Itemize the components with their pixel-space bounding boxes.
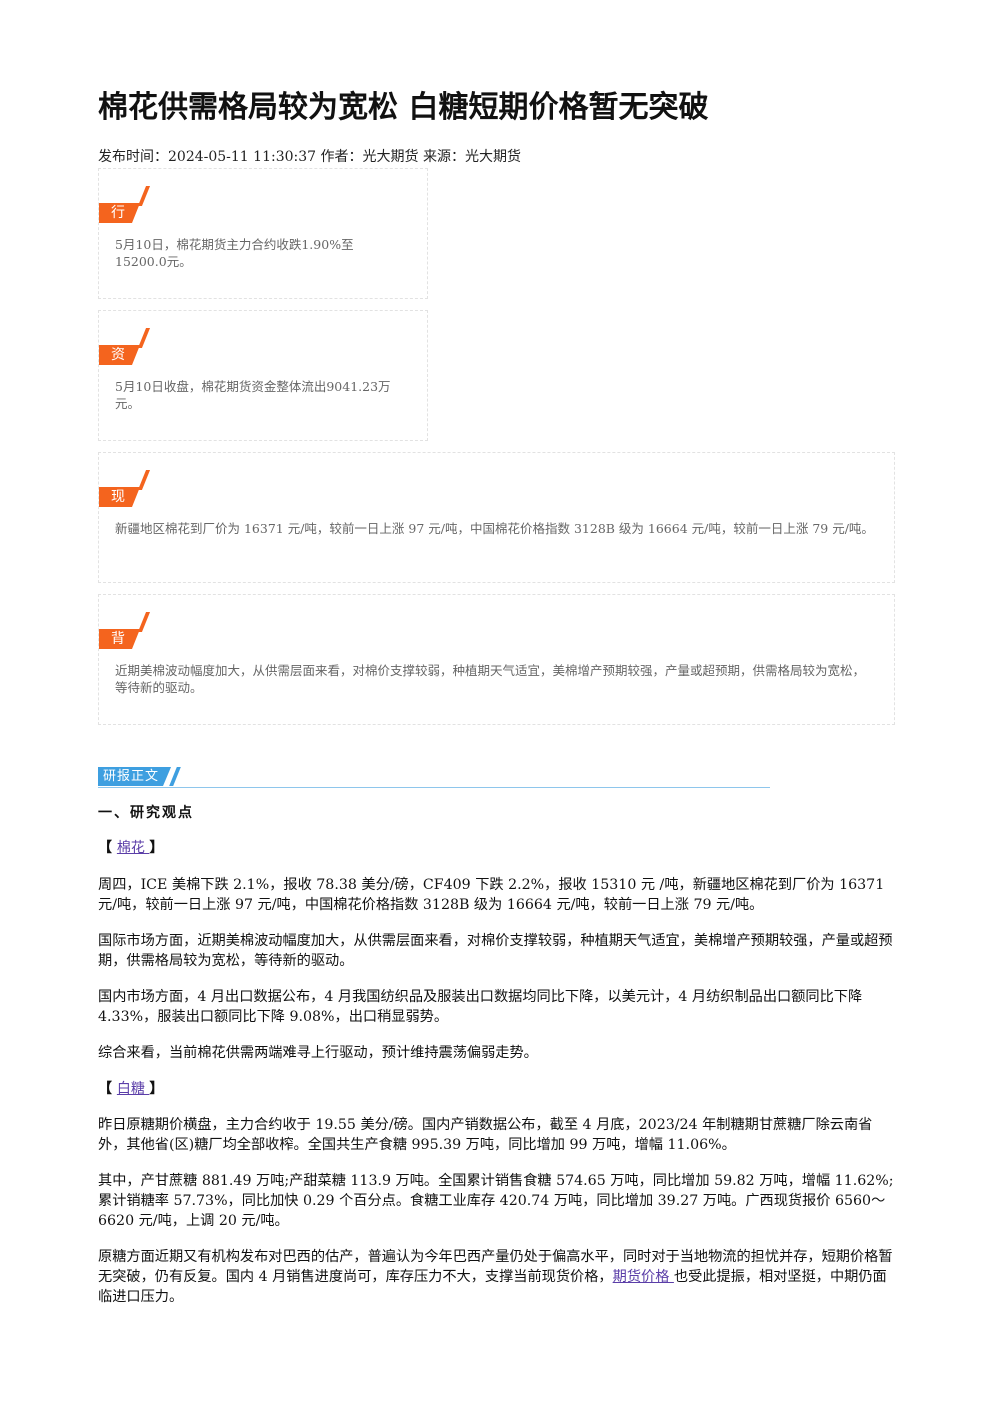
sugar-paragraph-3: 原糖方面近期又有机构发布对巴西的估产，普遍认为今年巴西产量仍处于偏高水平，同时对… [98,1247,898,1307]
background-text: 近期美棉波动幅度加大，从供需层面来看，对棉价支撑较弱，种植期天气适宜，美棉增产预… [115,663,866,695]
sugar-paragraph-1: 昨日原糖期价横盘，主力合约收于 19.55 美分/磅。国内产销数据公布，截至 4… [98,1117,873,1153]
fund-flow-tag-label: 资金流向 [99,345,140,365]
bracket-close: 】 [149,1081,164,1097]
futures-price-link[interactable]: 期货价格 [612,1269,674,1285]
sugar-paragraph-2: 其中，产甘蔗糖 881.49 万吨;产甜菜糖 113.9 万吨。全国累计销售食糖… [98,1173,894,1229]
page-title: 棉花供需格局较为宽松 白糖短期价格暂无突破 [98,90,709,125]
fund-flow-box: 资金流向 5月10日收盘，棉花期货资金整体流出9041.23万元。 [98,310,428,441]
tag-stripe [137,470,151,490]
market-review-tag-label: 行情复盘 [99,203,140,223]
spot-market-text: 新疆地区棉花到厂价为 16371 元/吨，较前一日上涨 97 元/吨，中国棉花价… [115,521,874,536]
background-tag-label: 背景分析 [99,629,140,649]
report-header: 研报正文 [98,767,770,788]
market-review-text: 5月10日，棉花期货主力合约收跌1.90%至15200.0元。 [115,237,354,269]
sugar-paragraph-3-text: 原糖方面近期又有机构发布对巴西的估产，普遍认为今年巴西产量仍处于偏高水平，同时对… [98,1249,893,1285]
spot-market-box: 现货市场 新疆地区棉花到厂价为 16371 元/吨，较前一日上涨 97 元/吨，… [98,452,895,583]
cotton-paragraph-2: 国际市场方面，近期美棉波动幅度加大，从供需层面来看，对棉价支撑较弱，种植期天气适… [98,933,893,969]
cotton-link[interactable]: 棉花 [116,840,150,856]
sugar-link[interactable]: 白糖 [116,1081,150,1097]
report-tag-stripe [169,767,181,786]
sugar-heading: 【 白糖 】 [98,1079,163,1099]
market-review-box: 行情复盘 5月10日，棉花期货主力合约收跌1.90%至15200.0元。 [98,168,428,299]
sugar-paragraph-3-tail: 也受此提振，相对坚挺，中期仍面临进口压力。 [98,1269,887,1305]
report-tag-label: 研报正文 [98,767,171,786]
cotton-paragraph-4: 综合来看，当前棉花供需两端难寻上行驱动，预计维持震荡偏弱走势。 [98,1045,538,1061]
cotton-paragraph-3: 国内市场方面，4 月出口数据公布，4 月我国纺织品及服装出口数据均同比下降，以美… [98,989,863,1025]
tag-stripe [137,328,151,348]
cotton-paragraph-1: 周四，ICE 美棉下跌 2.1%，报收 78.38 美分/磅，CF409 下跌 … [98,877,885,913]
bracket-open: 【 [98,1081,117,1097]
cotton-heading: 【 棉花 】 [98,838,163,858]
bracket-close: 】 [149,840,164,856]
bracket-open: 【 [98,840,117,856]
fund-flow-text: 5月10日收盘，棉花期货资金整体流出9041.23万元。 [115,379,391,411]
section-heading: 一、研究观点 [98,805,194,821]
article-meta: 发布时间：2024-05-11 11:30:37 作者：光大期货 来源：光大期货 [98,149,521,165]
tag-stripe [137,612,151,632]
tag-stripe [137,186,151,206]
background-box: 背景分析 近期美棉波动幅度加大，从供需层面来看，对棉价支撑较弱，种植期天气适宜，… [98,594,895,725]
spot-market-tag-label: 现货市场 [99,487,140,507]
